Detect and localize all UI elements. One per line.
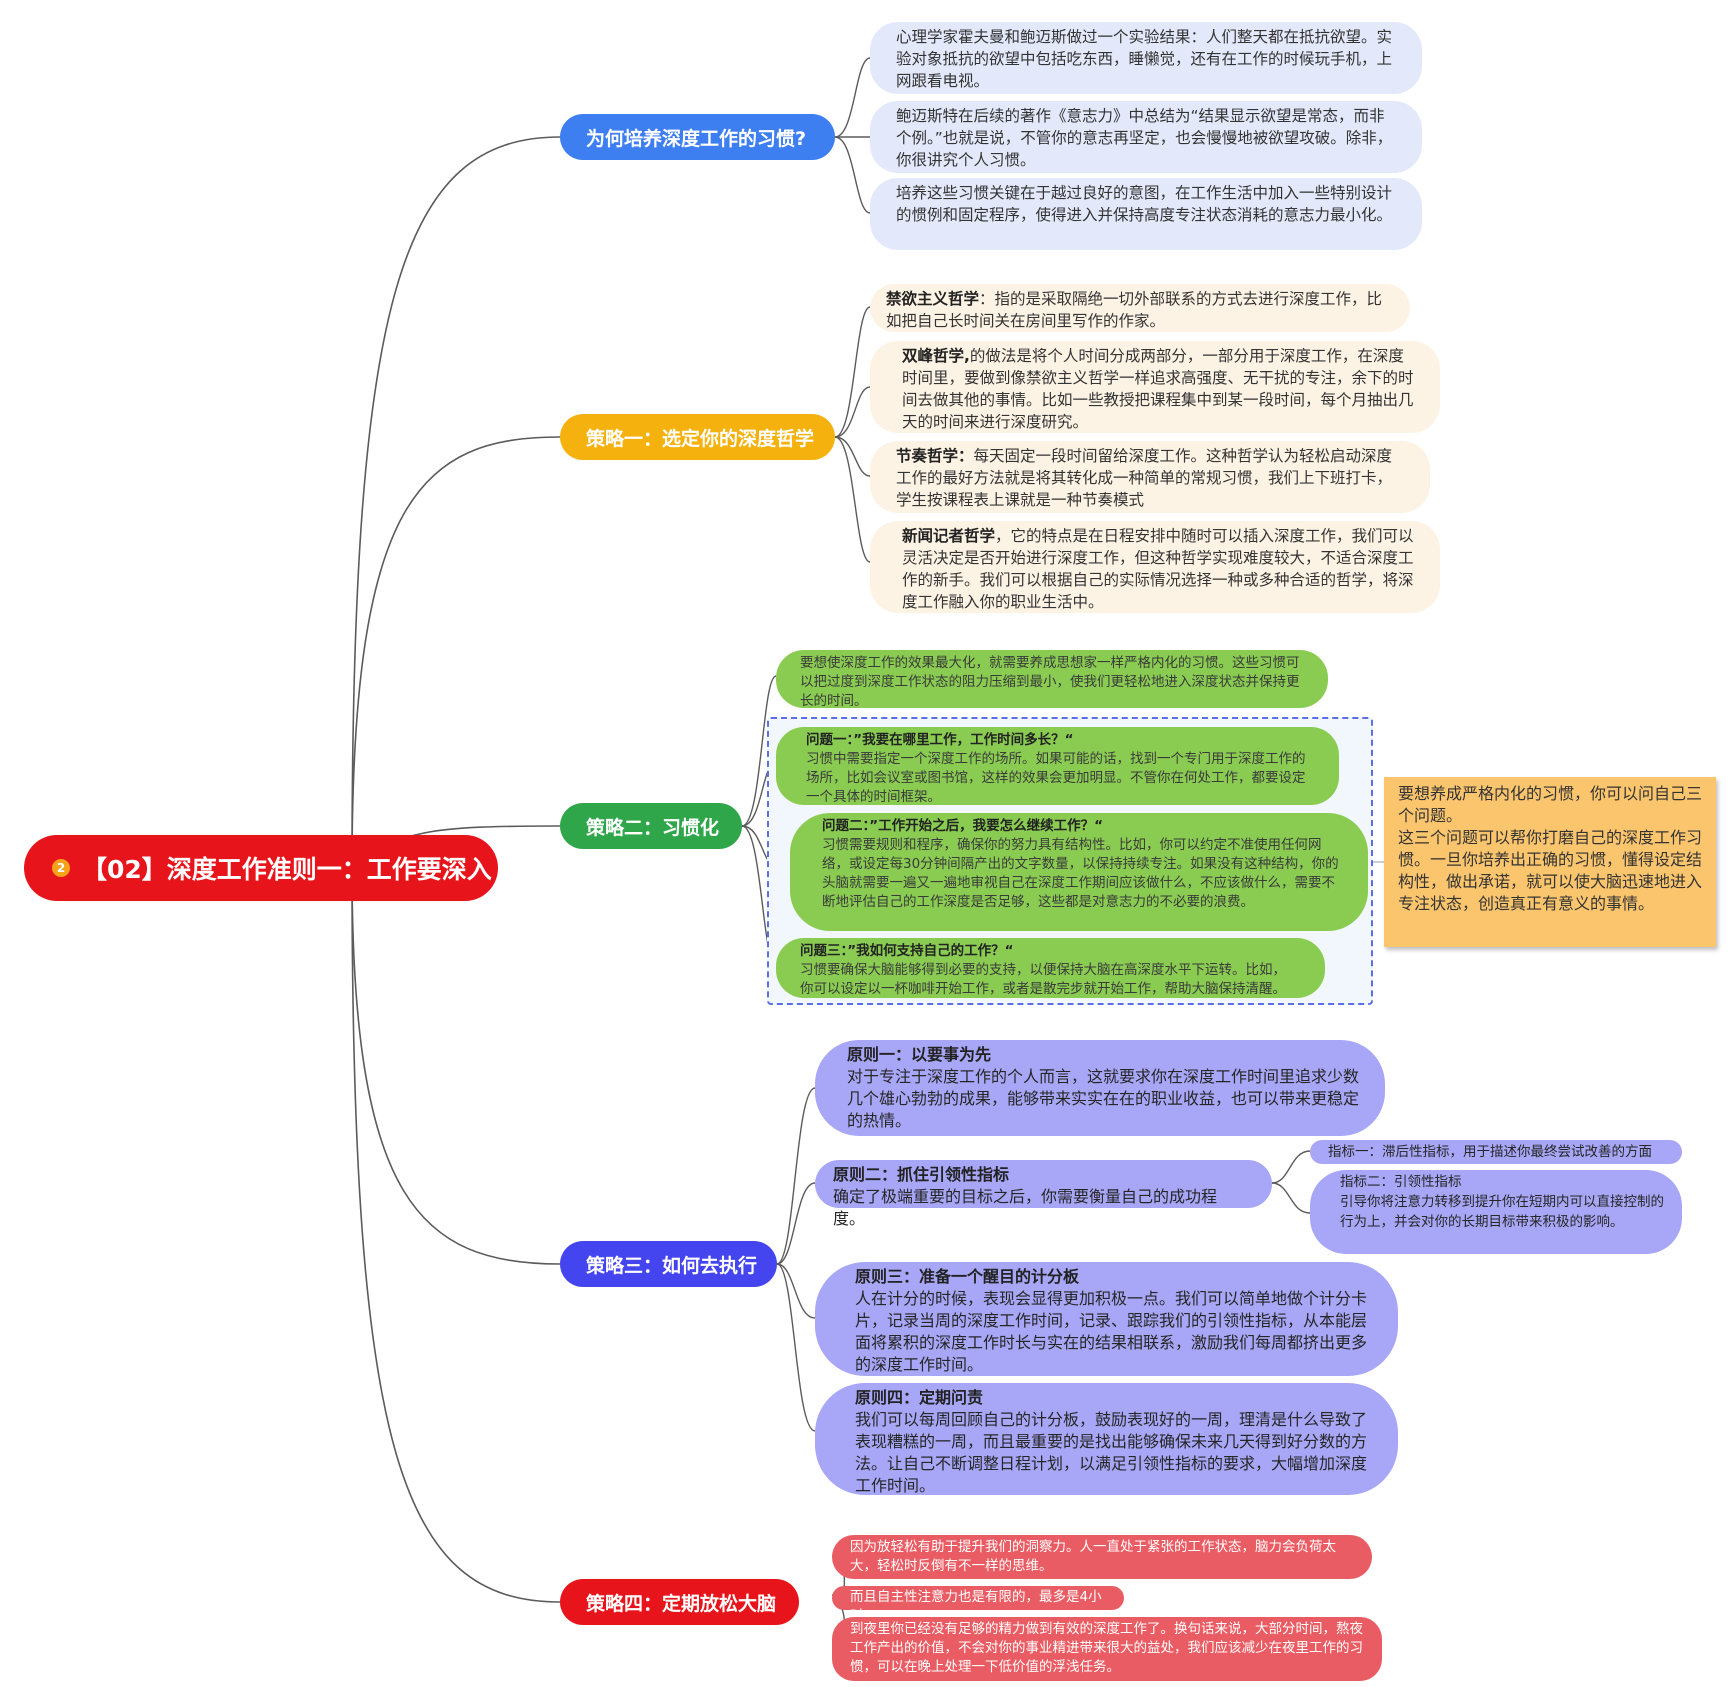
branch-why-habits[interactable]: 为何培养深度工作的习惯? xyxy=(560,114,835,160)
branch-strategy-4[interactable]: 策略四：定期放松大脑 xyxy=(560,1579,799,1625)
link-root-branch2 xyxy=(351,436,561,869)
leaf-relax-insight[interactable]: 因为放轻松有助于提升我们的洞察力。人一直处于紧张的工作状态，脑力会负荷太大，轻松… xyxy=(832,1535,1372,1579)
principle-head: 原则三：准备一个醒目的计分板 xyxy=(855,1267,1080,1286)
question-head: 问题三：”我如何支持自己的工作？“ xyxy=(800,943,1014,959)
question-body: 习惯中需要指定一个深度工作的场所。如果可能的话，找到一个专门用于深度工作的场所，… xyxy=(806,751,1306,805)
principle-body: 我们可以每周回顾自己的计分板，鼓励表现好的一周，理清是什么导致了表现糟糕的一周，… xyxy=(855,1410,1368,1495)
branch-title: 为何培养深度工作的习惯? xyxy=(586,127,807,150)
branch-title: 策略二：习惯化 xyxy=(586,816,720,839)
leaf-principle-2[interactable]: 原则二：抓住引领性指标确定了极端重要的目标之后，你需要衡量自己的成功程度。 xyxy=(815,1160,1272,1228)
leaf-principle-4[interactable]: 原则四：定期问责我们可以每周回顾自己的计分板，鼓励表现好的一周，理清是什么导致了… xyxy=(815,1383,1398,1495)
link-root-branch5 xyxy=(351,867,561,1603)
note-text: 要想养成严格内化的习惯，你可以问自己三个问题。 这三个问题可以帮你打磨自己的深度… xyxy=(1398,784,1703,913)
root-title: 【02】深度工作准则一：工作要深入 xyxy=(82,855,492,884)
question-head: 问题二：”工作开始之后，我要怎么继续工作？“ xyxy=(822,818,1103,834)
leaf-question-1[interactable]: 问题一：”我要在哪里工作，工作时间多长？“ 习惯中需要指定一个深度工作的场所。如果… xyxy=(776,727,1339,805)
leaf-bimodal[interactable]: 双峰哲学,的做法是将个人时间分成两部分，一部分用于深度工作，在深度时间里，要做到… xyxy=(870,341,1440,433)
leaf-body: 每天固定一段时间留给深度工作。这种哲学认为轻松启动深度工作的最好方法就是将其转化… xyxy=(896,447,1393,509)
leaf-rhythmic[interactable]: 节奏哲学：每天固定一段时间留给深度工作。这种哲学认为轻松启动深度工作的最好方法就… xyxy=(870,441,1430,513)
leaf-habit-key[interactable]: 培养这些习惯关键在于越过良好的意图，在工作生活中加入一些特别设计的惯例和固定程序… xyxy=(870,178,1422,250)
leaf-habit-intro[interactable]: 要想使深度工作的效果最大化，就需要养成思想家一样严格内化的习惯。这些习惯可以把过… xyxy=(776,650,1328,709)
branch-strategy-2[interactable]: 策略二：习惯化 xyxy=(560,803,742,849)
principle-body: 人在计分的时候，表现会显得更加积极一点。我们可以简单地做个计分卡片，记录当周的深… xyxy=(855,1289,1368,1374)
leaf-principle-1[interactable]: 原则一：以要事为先对于专注于深度工作的个人而言，这就要求你在深度工作时间里追求少… xyxy=(815,1040,1385,1136)
principle-head: 原则四：定期问责 xyxy=(855,1388,984,1407)
principle-body: 对于专注于深度工作的个人而言，这就要求你在深度工作时间里追求少数几个雄心勃勃的成… xyxy=(847,1067,1360,1130)
root-topic[interactable]: 2 【02】深度工作准则一：工作要深入 xyxy=(24,835,498,901)
branch-title: 策略四：定期放松大脑 xyxy=(586,1592,777,1615)
principle-head: 原则一：以要事为先 xyxy=(847,1045,992,1064)
question-body: 习惯要确保大脑能够得到必要的支持，以便保持大脑在高深度水平下运转。比如，你可以设… xyxy=(800,962,1286,997)
branch-strategy-3[interactable]: 策略三：如何去执行 xyxy=(560,1241,777,1287)
leaf-body: 的做法是将个人时间分成两部分，一部分用于深度工作，在深度时间里，要做到像禁欲主义… xyxy=(902,347,1414,431)
summary-note[interactable]: 要想养成严格内化的习惯，你可以问自己三个问题。 这三个问题可以帮你打磨自己的深度… xyxy=(1384,777,1716,947)
question-head: 问题一：”我要在哪里工作，工作时间多长？“ xyxy=(806,732,1074,748)
leaf-indicator-lagging[interactable]: 指标一：滞后性指标，用于描述你最终尝试改善的方面 xyxy=(1310,1140,1682,1164)
link-root-branch4 xyxy=(351,867,561,1265)
leaf-question-2[interactable]: 问题二：”工作开始之后，我要怎么继续工作？“ 习惯需要规则和程序，确保你的努力具有… xyxy=(790,813,1368,931)
leaf-indicator-leading[interactable]: 指标二：引领性指标 引导你将注意力转移到提升你在短期内可以直接控制的行为上，并会… xyxy=(1310,1170,1682,1254)
leaf-body: ，它的特点是在日程安排中随时可以插入深度工作，我们可以灵活决定是否开始进行深度工… xyxy=(902,527,1414,611)
leaf-head: 节奏哲学： xyxy=(896,447,974,465)
principle-body: 确定了极端重要的目标之后，你需要衡量自己的成功程度。 xyxy=(833,1187,1218,1228)
leaf-willpower-book[interactable]: 鲍迈斯特在后续的著作《意志力》中总结为“结果显示欲望是常态，而非个例。”也就是说… xyxy=(870,101,1422,173)
leaf-night-work[interactable]: 到夜里你已经没有足够的精力做到有效的深度工作了。换句话来说，大部分时间，熬夜工作… xyxy=(832,1617,1382,1681)
branch-strategy-1[interactable]: 策略一：选定你的深度哲学 xyxy=(560,414,835,460)
link-root-branch1 xyxy=(351,136,561,869)
question-body: 习惯需要规则和程序，确保你的努力具有结构性。比如，你可以约定不准使用任何网络，或… xyxy=(822,837,1339,910)
principle-head: 原则二：抓住引领性指标 xyxy=(833,1165,1010,1184)
leaf-head: 禁欲主义哲学 xyxy=(886,290,980,308)
leaf-head: 双峰哲学, xyxy=(902,347,970,365)
leaf-attention-limit[interactable]: 而且自主性注意力也是有限的，最多是4小时 xyxy=(832,1586,1124,1624)
branch-title: 策略一：选定你的深度哲学 xyxy=(586,427,815,450)
leaf-monastic[interactable]: 禁欲主义哲学：指的是采取隔绝一切外部联系的方式去进行深度工作，比如把自己长时间关… xyxy=(870,284,1410,332)
leaf-principle-3[interactable]: 原则三：准备一个醒目的计分板人在计分的时候，表现会显得更加积极一点。我们可以简单… xyxy=(815,1262,1398,1376)
leaf-head: 新闻记者哲学 xyxy=(902,527,996,545)
leaf-question-3[interactable]: 问题三：”我如何支持自己的工作？“ 习惯要确保大脑能够得到必要的支持，以便保持大脑… xyxy=(776,938,1325,998)
leaf-body: ：指的是采取隔绝一切外部联系的方式去进行深度工作，比如把自己长时间关在房间里写作… xyxy=(886,290,1383,330)
leaf-experiment[interactable]: 心理学家霍夫曼和鲍迈斯做过一个实验结果：人们整天都在抵抗欲望。实验对象抵抗的欲望… xyxy=(870,22,1422,94)
branch-title: 策略三：如何去执行 xyxy=(586,1254,758,1277)
priority-badge: 2 xyxy=(52,859,70,877)
leaf-journalistic[interactable]: 新闻记者哲学，它的特点是在日程安排中随时可以插入深度工作，我们可以灵活决定是否开… xyxy=(870,521,1440,613)
